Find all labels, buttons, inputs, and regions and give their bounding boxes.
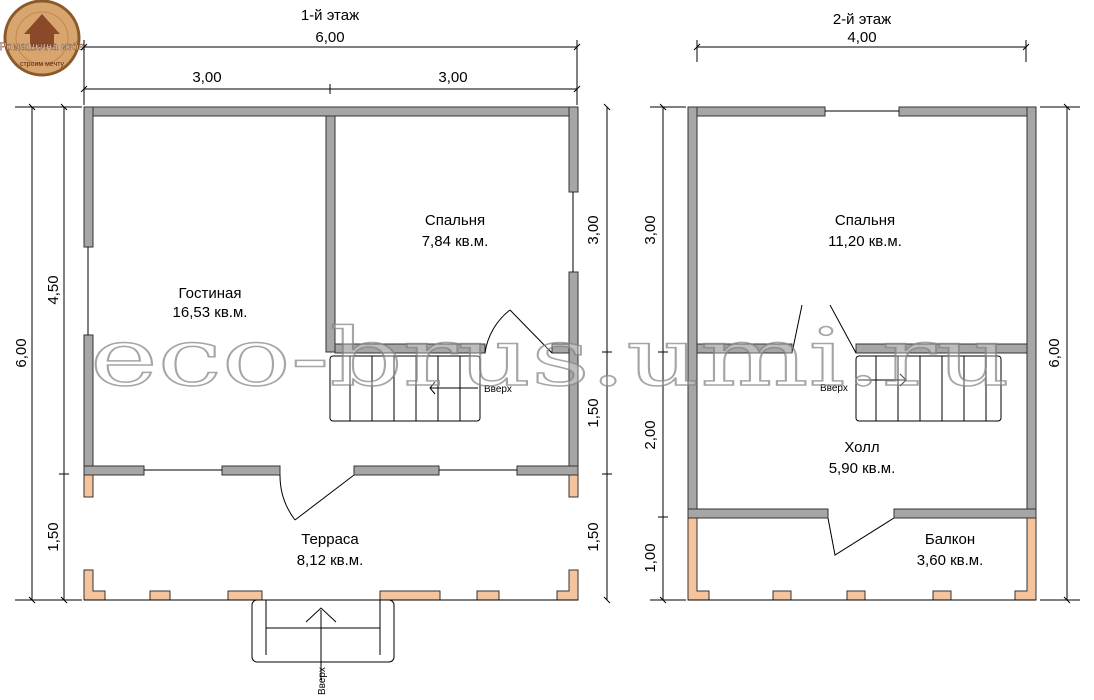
dim-left-width: 3,00 — [192, 69, 221, 86]
logo-slogan: строим мечту — [20, 61, 65, 68]
dim-bedroom-height: 3,00 — [585, 215, 602, 244]
room-area-terrace: 8,12 кв.м. — [297, 552, 364, 569]
room-area-bedroom1: 7,84 кв.м. — [422, 233, 489, 250]
logo-text: Ромашкина изба — [0, 41, 85, 53]
room-name-balcony: Балкон — [925, 531, 975, 548]
room-area-living: 16,53 кв.м. — [173, 304, 248, 321]
floor-2-title: 2-й этаж — [833, 11, 891, 28]
dim-total-width: 6,00 — [315, 29, 344, 46]
stair-up-label: Вверх — [484, 384, 512, 395]
room-name-hall: Холл — [844, 439, 879, 456]
room-area-balcony: 3,60 кв.м. — [917, 552, 984, 569]
f2-stair-up-label: Вверх — [820, 383, 848, 394]
room-area-bedroom2: 11,20 кв.м. — [828, 233, 902, 250]
dim-total-height: 6,00 — [13, 338, 30, 367]
porch-up-label: Вверх — [317, 667, 328, 695]
stairs-floor1 — [329, 355, 481, 422]
room-area-hall: 5,90 кв.м. — [829, 460, 896, 477]
dim-f2-total-height: 6,00 — [1046, 338, 1063, 367]
stairs-floor2 — [855, 355, 1002, 422]
room-name-terrace: Терраса — [301, 531, 359, 548]
room-name-bedroom2: Спальня — [835, 212, 895, 229]
porch-steps — [251, 599, 395, 680]
dim-f2-bedroom-height: 3,00 — [642, 215, 659, 244]
floor-1-title: 1-й этаж — [301, 7, 359, 24]
logo: Ромашкина изба строим мечту — [0, 0, 86, 77]
dim-main-height: 4,50 — [45, 275, 62, 304]
dim-terrace-height-right: 1,50 — [585, 522, 602, 551]
dim-f2-hall-height: 2,00 — [642, 420, 659, 449]
watermark: eco-brus.umi.ru — [90, 311, 1010, 404]
dim-f2-width: 4,00 — [847, 29, 876, 46]
room-name-bedroom1: Спальня — [425, 212, 485, 229]
floor-2: 2-й этаж 4,00 3,00 2,00 1,00 6,00 Вверх … — [642, 11, 1080, 604]
room-name-living: Гостиная — [179, 285, 242, 302]
dim-right-width: 3,00 — [438, 69, 467, 86]
dim-f2-balcony-height: 1,00 — [642, 543, 659, 572]
dim-terrace-height: 1,50 — [45, 522, 62, 551]
dim-stair-height: 1,50 — [585, 398, 602, 427]
floor-1: 1-й этаж 6,00 3,00 3,00 6,00 4,50 1,50 3… — [13, 7, 612, 695]
